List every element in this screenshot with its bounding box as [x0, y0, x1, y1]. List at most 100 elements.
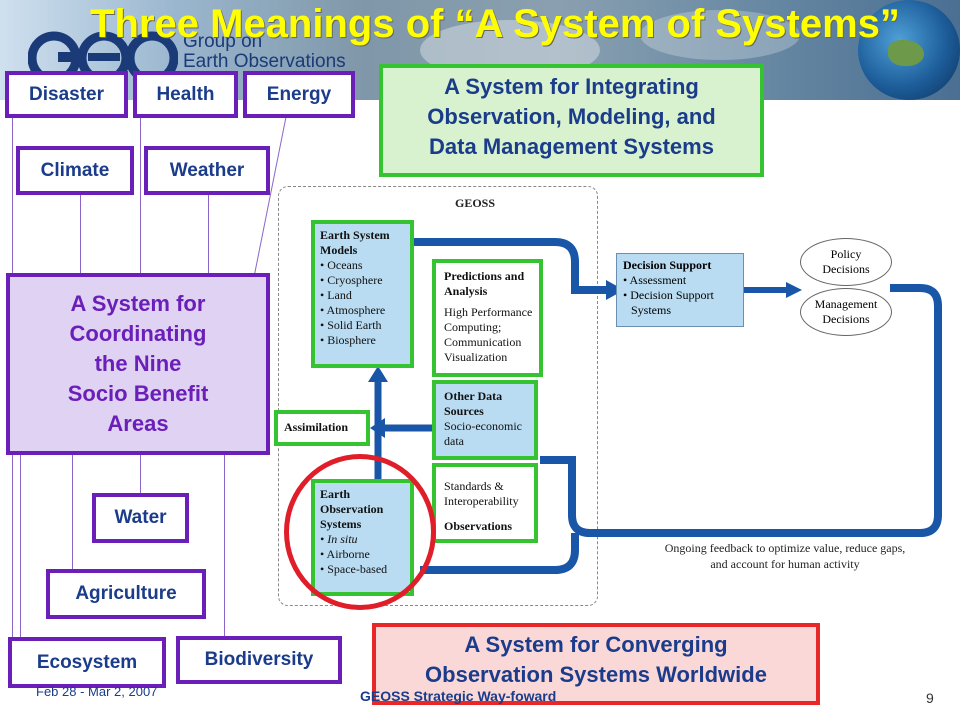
other-data-box: Other Data Sources Socio-economic data	[432, 380, 538, 460]
management-line: Decisions	[822, 312, 870, 326]
sba-weather: Weather	[144, 146, 270, 195]
assimilation-label: Assimilation	[284, 420, 349, 434]
feedback-loop	[540, 284, 942, 537]
decision-support-item: • Assessment	[623, 273, 687, 287]
connector-line	[72, 455, 73, 570]
predictions-heading: Predictions and	[444, 269, 525, 283]
sba-label: Weather	[169, 159, 245, 181]
other-data-heading: Other Data	[444, 389, 503, 403]
geoss-label: GEOSS	[455, 196, 496, 210]
sba-label: Agriculture	[75, 583, 177, 604]
standards-line: Interoperability	[444, 494, 519, 508]
sba-label: Climate	[40, 159, 110, 181]
standards-line: Standards &	[444, 479, 504, 493]
feedback-line: and account for human activity	[710, 557, 860, 571]
sba-agriculture: Agriculture	[46, 569, 206, 619]
footer-date: Feb 28 - Mar 2, 2007	[36, 684, 158, 699]
logo-text: Group on Earth Observations	[183, 32, 346, 72]
models-item: • Oceans	[320, 258, 363, 272]
integrating-line: Data Management Systems	[429, 134, 714, 159]
models-item: • Atmosphere	[320, 303, 386, 317]
connector-line	[80, 194, 81, 274]
other-data-heading: Sources	[444, 404, 484, 418]
predictions-item: Computing;	[444, 320, 502, 334]
sba-label: Disaster	[29, 83, 104, 105]
standards-box: Standards & Interoperability Observation…	[432, 463, 538, 543]
arrow-models-to-decision	[410, 238, 612, 294]
connector-line	[208, 194, 209, 274]
models-item: • Land	[320, 288, 352, 302]
integrating-callout: A System for Integrating Observation, Mo…	[379, 64, 764, 177]
models-item: • Biosphere	[320, 333, 376, 347]
decision-support-item: Systems	[631, 303, 672, 317]
coordinating-line: Socio Benefit	[67, 381, 209, 406]
coordinating-line: A System for	[70, 291, 206, 316]
arrowhead-models	[368, 366, 388, 382]
coordinating-line: Areas	[107, 411, 169, 436]
sba-label: Health	[156, 83, 215, 105]
page-number: 9	[926, 690, 934, 706]
coordinating-text: A System for Coordinating the Nine Socio…	[68, 289, 209, 439]
converging-callout: A System for Converging Observation Syst…	[372, 623, 820, 705]
connector-line	[224, 455, 225, 638]
predictions-item: Visualization	[444, 350, 508, 364]
models-item: • Cryosphere	[320, 273, 383, 287]
logo-line-2: Earth Observations	[183, 51, 346, 72]
other-data-item: data	[444, 434, 464, 448]
logo-line-1: Group on	[183, 31, 263, 52]
cloud-decoration	[640, 10, 800, 60]
energy-connector	[253, 116, 287, 278]
sba-label: Ecosystem	[36, 651, 138, 673]
footer-title: GEOSS Strategic Way-foward	[360, 688, 557, 704]
coordinating-callout: A System for Coordinating the Nine Socio…	[6, 273, 270, 455]
connector-line	[140, 118, 141, 273]
globe-image	[858, 0, 960, 100]
sba-climate: Climate	[16, 146, 134, 195]
policy-line: Decisions	[822, 262, 870, 276]
decision-support-box: Decision Support • Assessment • Decision…	[616, 253, 744, 327]
feedback-line: Ongoing feedback to optimize value, redu…	[664, 541, 906, 555]
coordinating-line: the Nine	[94, 351, 182, 376]
integrating-line: A System for Integrating	[444, 74, 699, 99]
bottom-loop	[420, 533, 579, 574]
sba-label: Energy	[266, 83, 332, 105]
other-data-item: Socio-economic	[444, 419, 522, 433]
predictions-item: Communication	[444, 335, 522, 349]
coordinating-line: Coordinating	[69, 321, 207, 346]
highlight-circle	[284, 454, 436, 610]
geoss-frame	[278, 186, 598, 606]
predictions-heading: Analysis	[444, 284, 488, 298]
sba-health: Health	[133, 71, 238, 118]
decision-support-heading: Decision Support	[623, 258, 712, 272]
integrating-line: Observation, Modeling, and	[427, 104, 716, 129]
sba-biodiversity: Biodiversity	[176, 636, 342, 684]
policy-line: Policy	[830, 247, 862, 261]
sba-label: Biodiversity	[204, 649, 314, 670]
connector-line	[140, 455, 141, 493]
predictions-box: Predictions and Analysis High Performanc…	[432, 259, 543, 377]
sba-ecosystem: Ecosystem	[8, 637, 166, 688]
observations-label: Observations	[444, 519, 513, 533]
feedback-caption: Ongoing feedback to optimize value, redu…	[645, 540, 925, 572]
models-heading: Models	[320, 243, 358, 257]
slide-title: Three Meanings of “A System of Systems”	[90, 2, 900, 46]
converging-line: Observation Systems Worldwide	[425, 662, 767, 687]
land-mass	[888, 40, 924, 66]
models-item: • Solid Earth	[320, 318, 382, 332]
arrowhead-decision	[606, 280, 624, 300]
connector-line	[20, 455, 21, 638]
management-line: Management	[814, 297, 878, 311]
assimilation-box: Assimilation	[274, 410, 370, 446]
predictions-item: High Performance	[444, 305, 533, 319]
sba-label: Water	[114, 507, 167, 528]
sba-disaster: Disaster	[5, 71, 128, 118]
sba-water: Water	[92, 493, 189, 543]
decision-support-item: • Decision Support	[623, 288, 714, 302]
sba-energy: Energy	[243, 71, 355, 118]
arrowhead-ellipses	[786, 282, 802, 298]
converging-line: A System for Converging	[464, 632, 728, 657]
earth-system-models-box: Earth System Models • Oceans • Cryospher…	[311, 220, 414, 368]
